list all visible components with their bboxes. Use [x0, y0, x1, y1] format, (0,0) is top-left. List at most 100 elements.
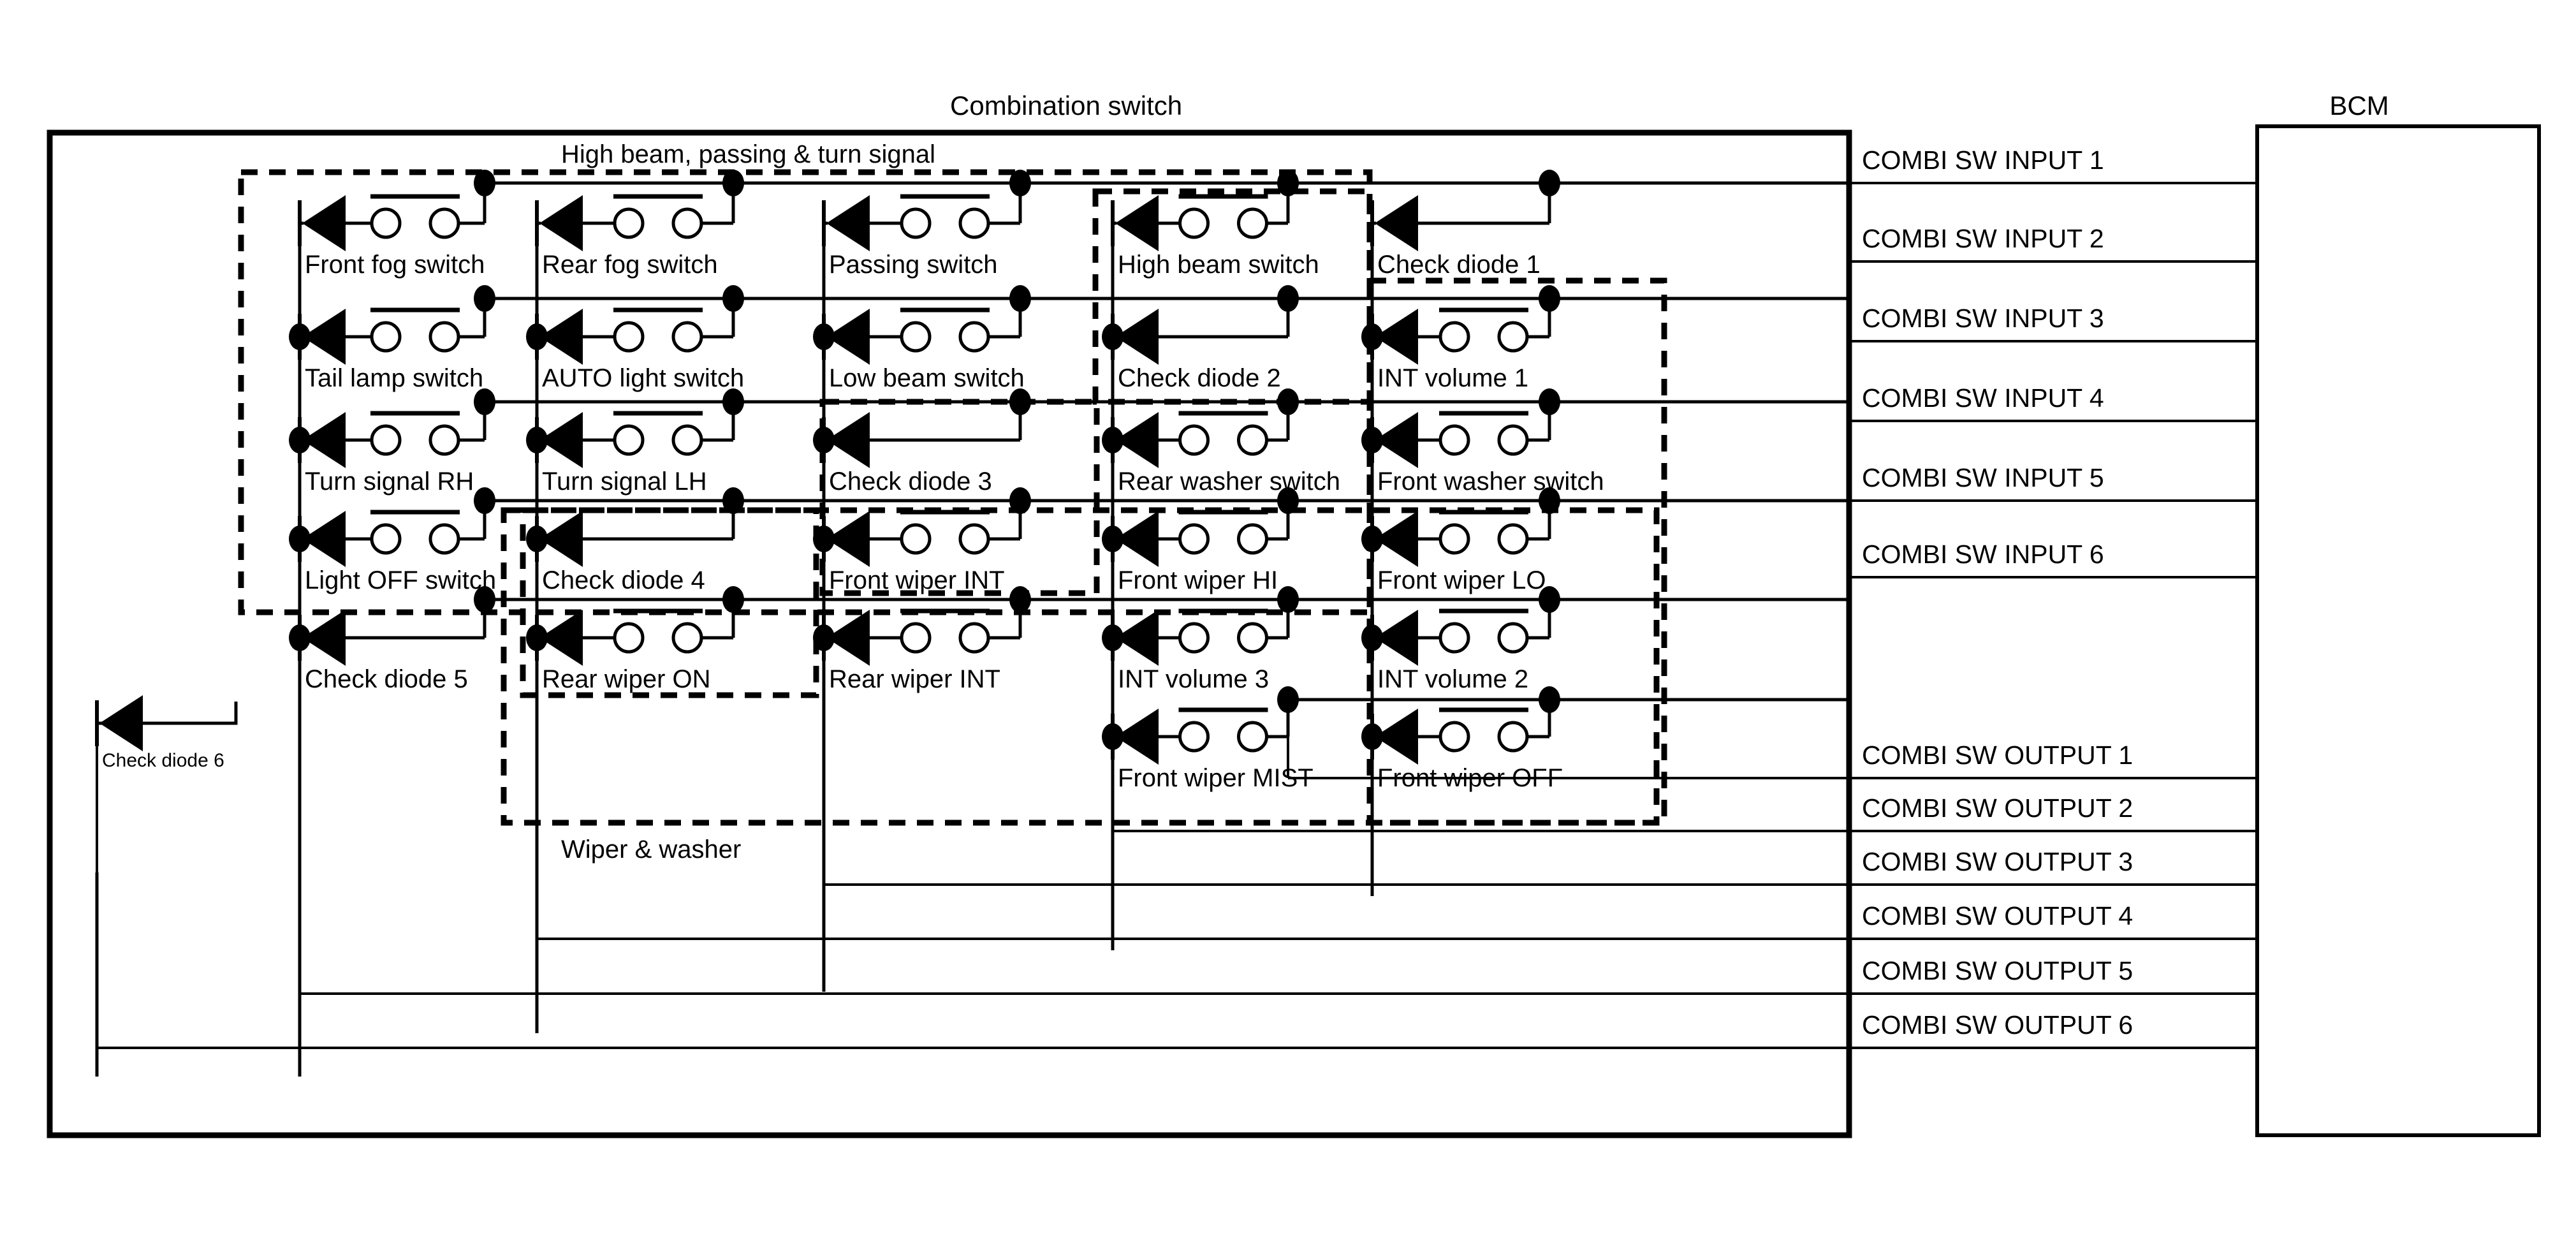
- turn-signal-rh-label: Turn signal RH: [305, 467, 474, 496]
- rear-washer-switch-contact-b[interactable]: [1237, 424, 1268, 456]
- front-fog-switch-contact-b[interactable]: [428, 207, 460, 239]
- wiper-group-label: Wiper & washer: [561, 835, 741, 864]
- int-volume-1-diode-triangle: [1375, 309, 1418, 365]
- col4-row2-node: [1102, 323, 1123, 350]
- low-beam-switch-contact-b[interactable]: [958, 321, 990, 353]
- col1-row3-node: [289, 427, 311, 453]
- group-check-diode-3-box: [819, 399, 1100, 596]
- rear-fog-switch-contact-a[interactable]: [613, 207, 645, 239]
- int-volume-3-label: INT volume 3: [1118, 665, 1269, 693]
- int-volume-3-contact-a[interactable]: [1178, 622, 1210, 654]
- combi-sw-output-1-label: COMBI SW OUTPUT 1: [1862, 740, 2133, 770]
- rear-wiper-int-contact-b[interactable]: [958, 622, 990, 654]
- high-beam-switch-contact-b[interactable]: [1237, 207, 1268, 239]
- int-volume-3-contact-b[interactable]: [1237, 622, 1268, 654]
- front-wiper-mist-contact-b[interactable]: [1237, 721, 1268, 753]
- turn-signal-lh-contact-a[interactable]: [613, 424, 645, 456]
- col4-row5-node: [1102, 624, 1123, 651]
- light-off-switch-diode-triangle: [302, 511, 346, 567]
- front-wiper-hi-contact-a[interactable]: [1178, 523, 1210, 555]
- rear-wiper-int-diode-triangle: [826, 610, 870, 666]
- low-beam-switch-diode-triangle: [826, 309, 870, 365]
- high-beam-group-label: High beam, passing & turn signal: [561, 140, 935, 168]
- combi-sw-output-3-label: COMBI SW OUTPUT 3: [1862, 847, 2133, 876]
- front-washer-switch-contact-a[interactable]: [1438, 424, 1470, 456]
- check-diode-1-label: Check diode 1: [1377, 251, 1540, 279]
- int-volume-2-contact-b[interactable]: [1497, 622, 1529, 654]
- combi-sw-input-6-label: COMBI SW INPUT 6: [1862, 540, 2104, 569]
- combi-sw-output-6-label: COMBI SW OUTPUT 6: [1862, 1010, 2133, 1040]
- front-wiper-int-diode-triangle: [826, 511, 870, 567]
- generated-symbols: [95, 169, 2257, 1077]
- front-wiper-mist-diode-triangle: [1115, 709, 1159, 765]
- passing-switch-contact-b[interactable]: [958, 207, 990, 239]
- group-high-beam-passing-turn: [238, 169, 1373, 615]
- turn-signal-rh-contact-b[interactable]: [428, 424, 460, 456]
- bcm-box: [2255, 124, 2541, 1137]
- check-diode-4-diode-triangle: [539, 511, 583, 567]
- int-volume-2-contact-a[interactable]: [1438, 622, 1470, 654]
- front-wiper-int-contact-b[interactable]: [958, 523, 990, 555]
- turn-signal-rh-contact-a[interactable]: [370, 424, 402, 456]
- front-wiper-hi-contact-b[interactable]: [1237, 523, 1268, 555]
- front-washer-switch-diode-triangle: [1375, 412, 1418, 468]
- rear-wiper-int-label: Rear wiper INT: [829, 665, 1000, 693]
- rear-fog-switch-diode-triangle: [539, 195, 583, 251]
- front-wiper-off-contact-a[interactable]: [1438, 721, 1470, 753]
- rear-washer-switch-contact-a[interactable]: [1178, 424, 1210, 456]
- tail-lamp-switch-contact-a[interactable]: [370, 321, 402, 353]
- combi-sw-output-4-label: COMBI SW OUTPUT 4: [1862, 901, 2133, 931]
- int-volume-1-contact-b[interactable]: [1497, 321, 1529, 353]
- light-off-switch-label: Light OFF switch: [305, 566, 496, 594]
- auto-light-switch-contact-b[interactable]: [671, 321, 703, 353]
- tail-lamp-switch-contact-b[interactable]: [428, 321, 460, 353]
- front-wiper-lo-contact-b[interactable]: [1497, 523, 1529, 555]
- turn-signal-lh-diode-triangle: [539, 412, 583, 468]
- front-wiper-mist-contact-a[interactable]: [1178, 721, 1210, 753]
- col4-row4-node: [1102, 526, 1123, 552]
- light-off-switch-contact-a[interactable]: [370, 523, 402, 555]
- front-washer-switch-contact-b[interactable]: [1497, 424, 1529, 456]
- combi-sw-input-4-label: COMBI SW INPUT 4: [1862, 383, 2104, 413]
- front-wiper-off-label: Front wiper OFF: [1377, 764, 1563, 792]
- tail-lamp-switch-label: Tail lamp switch: [305, 364, 483, 392]
- combi-sw-input-2-label: COMBI SW INPUT 2: [1862, 224, 2104, 253]
- passing-switch-label: Passing switch: [829, 251, 998, 279]
- col2-row3-node: [526, 427, 548, 453]
- front-wiper-lo-contact-a[interactable]: [1438, 523, 1470, 555]
- group-wiper-washer: [501, 507, 1660, 826]
- front-wiper-off-contact-b[interactable]: [1497, 721, 1529, 753]
- auto-light-switch-contact-a[interactable]: [613, 321, 645, 353]
- high-beam-switch-contact-a[interactable]: [1178, 207, 1210, 239]
- light-off-switch-contact-b[interactable]: [428, 523, 460, 555]
- rear-wiper-on-contact-b[interactable]: [671, 622, 703, 654]
- low-beam-switch-contact-a[interactable]: [900, 321, 932, 353]
- col2-row2-node: [526, 323, 548, 350]
- front-wiper-off-diode-triangle: [1375, 709, 1418, 765]
- int-volume-1-contact-a[interactable]: [1438, 321, 1470, 353]
- front-wiper-int-contact-a[interactable]: [900, 523, 932, 555]
- rear-wiper-on-contact-a[interactable]: [613, 622, 645, 654]
- int-volume-3-diode-triangle: [1115, 610, 1159, 666]
- rear-wiper-int-contact-a[interactable]: [900, 622, 932, 654]
- check-diode-4-label: Check diode 4: [542, 566, 705, 594]
- front-wiper-lo-diode-triangle: [1375, 511, 1418, 567]
- col3-row3-node: [813, 427, 835, 453]
- passing-switch-contact-a[interactable]: [900, 207, 932, 239]
- rear-fog-switch-contact-b[interactable]: [671, 207, 703, 239]
- rear-wiper-on-diode-triangle: [539, 610, 583, 666]
- front-fog-switch-contact-a[interactable]: [370, 207, 402, 239]
- turn-signal-lh-label: Turn signal LH: [542, 467, 707, 496]
- check-diode-3-diode-triangle: [826, 412, 870, 468]
- int-volume-1-label: INT volume 1: [1377, 364, 1528, 392]
- front-wiper-lo-label: Front wiper LO: [1377, 566, 1546, 594]
- group-check-diode-4-box: [520, 507, 819, 698]
- turn-signal-lh-contact-b[interactable]: [671, 424, 703, 456]
- rear-wiper-on-label: Rear wiper ON: [542, 665, 711, 693]
- int-volume-2-diode-triangle: [1375, 610, 1418, 666]
- combi-sw-input-1-label: COMBI SW INPUT 1: [1862, 145, 2104, 175]
- auto-light-switch-label: AUTO light switch: [542, 364, 744, 392]
- rear-washer-switch-label: Rear washer switch: [1118, 467, 1340, 496]
